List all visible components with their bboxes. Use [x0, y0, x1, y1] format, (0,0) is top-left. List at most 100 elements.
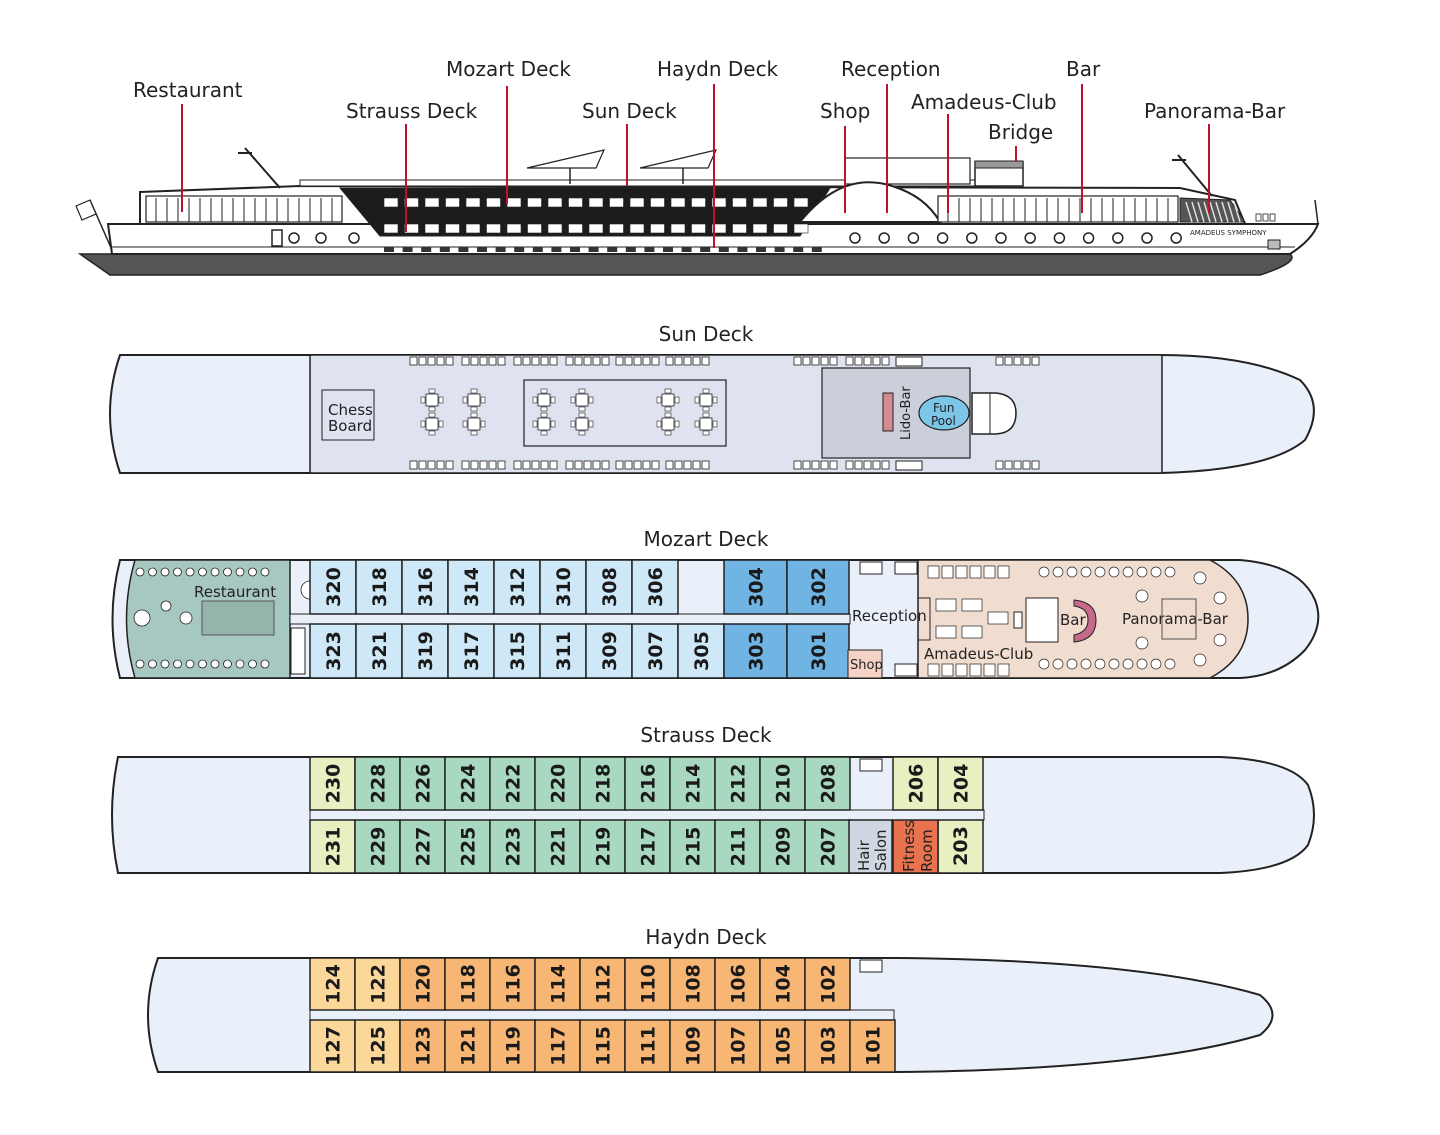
sun-lounger	[565, 356, 574, 366]
table-icon	[223, 659, 232, 669]
cabin-312[interactable]: 312	[493, 559, 541, 615]
sun-lounger	[845, 460, 854, 470]
cabin-124[interactable]: 124	[309, 957, 356, 1011]
cabin-105[interactable]: 105	[759, 1019, 806, 1073]
cabin-110[interactable]: 110	[624, 957, 671, 1011]
cabin-223[interactable]: 223	[489, 819, 536, 874]
cabin-214[interactable]: 214	[669, 756, 716, 811]
cabin-104[interactable]: 104	[759, 957, 806, 1011]
cabin-306[interactable]: 306	[631, 559, 679, 615]
cabin-120[interactable]: 120	[399, 957, 446, 1011]
cabin-226[interactable]: 226	[399, 756, 446, 811]
cabin-224[interactable]: 224	[444, 756, 491, 811]
cabin-106[interactable]: 106	[714, 957, 761, 1011]
cabin-212[interactable]: 212	[714, 756, 761, 811]
cabin-208[interactable]: 208	[804, 756, 851, 811]
cabin-122[interactable]: 122	[354, 957, 401, 1011]
cabin-107[interactable]: 107	[714, 1019, 761, 1073]
cabin-number: 312	[507, 567, 529, 607]
cabin-111[interactable]: 111	[624, 1019, 671, 1073]
cabin-311[interactable]: 311	[539, 623, 587, 679]
cabin-225[interactable]: 225	[444, 819, 491, 874]
cabin-227[interactable]: 227	[399, 819, 446, 874]
sun-lounger	[793, 460, 802, 470]
table-icon	[537, 393, 551, 407]
sun-lounger	[701, 356, 710, 366]
cabin-125[interactable]: 125	[354, 1019, 401, 1073]
porthole-lower	[644, 247, 655, 252]
cabin-211[interactable]: 211	[714, 819, 761, 874]
cabin-209[interactable]: 209	[759, 819, 806, 874]
cabin-103[interactable]: 103	[804, 1019, 851, 1073]
porthole	[878, 232, 890, 244]
sun-lounger	[479, 356, 488, 366]
cabin-210[interactable]: 210	[759, 756, 806, 811]
cabin-217[interactable]: 217	[624, 819, 671, 874]
cabin-303[interactable]: 303	[723, 623, 788, 679]
cabin-101[interactable]: 101	[849, 1019, 896, 1073]
cabin-304[interactable]: 304	[723, 559, 788, 615]
cabin-216[interactable]: 216	[624, 756, 671, 811]
cabin-114[interactable]: 114	[534, 957, 581, 1011]
cabin-number: 108	[683, 964, 705, 1004]
cabin-305[interactable]: 305	[677, 623, 725, 679]
cabin-308[interactable]: 308	[585, 559, 633, 615]
cabin-301[interactable]: 301	[786, 623, 850, 679]
cabin-315[interactable]: 315	[493, 623, 541, 679]
chair-icon	[532, 420, 538, 428]
cabin-316[interactable]: 316	[401, 559, 449, 615]
cabin-123[interactable]: 123	[399, 1019, 446, 1073]
cabin-320[interactable]: 320	[309, 559, 357, 615]
chair-icon	[664, 430, 672, 436]
sun-lounger	[995, 356, 1004, 366]
cabin-207[interactable]: 207	[804, 819, 851, 874]
cabin-231[interactable]: 231	[309, 819, 356, 874]
cabin-116[interactable]: 116	[489, 957, 536, 1011]
cabin-228[interactable]: 228	[354, 756, 401, 811]
cabin-box	[804, 957, 851, 1011]
cabin-203[interactable]: 203	[937, 819, 984, 874]
cabin-117[interactable]: 117	[534, 1019, 581, 1073]
sun-lounger	[418, 356, 427, 366]
cabin-230[interactable]: 230	[309, 756, 356, 811]
cabin-112[interactable]: 112	[579, 957, 626, 1011]
cabin-109[interactable]: 109	[669, 1019, 716, 1073]
cabin-317[interactable]: 317	[447, 623, 495, 679]
cabin-318[interactable]: 318	[355, 559, 403, 615]
sun-lounger	[683, 356, 692, 366]
cabin-127[interactable]: 127	[309, 1019, 356, 1073]
cabin-222[interactable]: 222	[489, 756, 536, 811]
cabin-218[interactable]: 218	[579, 756, 626, 811]
sun-lounger	[497, 356, 506, 366]
ship-profile: AMADEUS SYMPHONY Restaurant Strauss Deck…	[75, 57, 1320, 276]
cabin-229[interactable]: 229	[354, 819, 401, 874]
cabin-102[interactable]: 102	[804, 957, 851, 1011]
sun-lounger	[633, 460, 642, 470]
cabin-204[interactable]: 204	[937, 756, 984, 811]
cabin-108[interactable]: 108	[669, 957, 716, 1011]
cabin-220[interactable]: 220	[534, 756, 581, 811]
cabin-310[interactable]: 310	[539, 559, 587, 615]
cabin-321[interactable]: 321	[355, 623, 403, 679]
cabin-119[interactable]: 119	[489, 1019, 536, 1073]
chair-icon	[470, 412, 478, 418]
cabin-302[interactable]: 302	[786, 559, 850, 615]
cabin-309[interactable]: 309	[585, 623, 633, 679]
cabin-314[interactable]: 314	[447, 559, 495, 615]
cabin-206[interactable]: 206	[892, 756, 939, 811]
cabin-121[interactable]: 121	[444, 1019, 491, 1073]
cabin-118[interactable]: 118	[444, 957, 491, 1011]
cabin-319[interactable]: 319	[401, 623, 449, 679]
cabin-115[interactable]: 115	[579, 1019, 626, 1073]
cabin-box	[447, 559, 495, 615]
cabin-215[interactable]: 215	[669, 819, 716, 874]
cabin-323[interactable]: 323	[309, 623, 357, 679]
cabin-219[interactable]: 219	[579, 819, 626, 874]
sun-lounger	[692, 460, 701, 470]
stairs-icon	[894, 561, 918, 575]
cabin-number: 227	[413, 827, 435, 867]
cabin-307[interactable]: 307	[631, 623, 679, 679]
cabin-number: 308	[599, 567, 621, 607]
cabin-221[interactable]: 221	[534, 819, 581, 874]
sun-lounger	[624, 460, 633, 470]
